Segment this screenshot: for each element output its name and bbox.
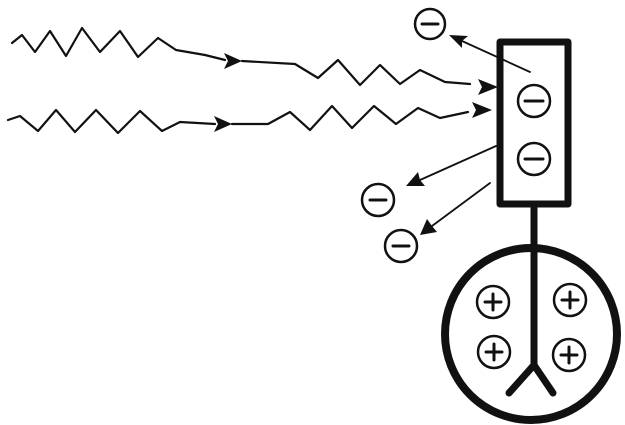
plate-charge-1 [518, 85, 550, 117]
electroscope-leaves [509, 365, 553, 393]
positive-charge-3 [478, 336, 510, 368]
light-ray-upper-mid-arrowhead [224, 53, 242, 69]
light-ray-lower [8, 102, 492, 133]
light-ray-lower-end-arrowhead [472, 102, 492, 118]
positive-charge-1 [477, 286, 509, 318]
emitted-electron-2 [362, 146, 496, 216]
emitted-electron-3 [385, 183, 490, 262]
light-ray-lower-mid-arrowhead [214, 116, 232, 132]
positive-charge-4 [553, 339, 585, 371]
positive-charge-2 [554, 284, 586, 316]
light-ray-upper-end-arrowhead [478, 79, 498, 95]
electroscope [445, 204, 617, 420]
plate-rectangle [500, 42, 568, 204]
emitted-electrons [362, 9, 530, 262]
light-rays [8, 28, 498, 133]
plate-charge-2 [518, 143, 550, 175]
metal-plate [500, 42, 568, 204]
